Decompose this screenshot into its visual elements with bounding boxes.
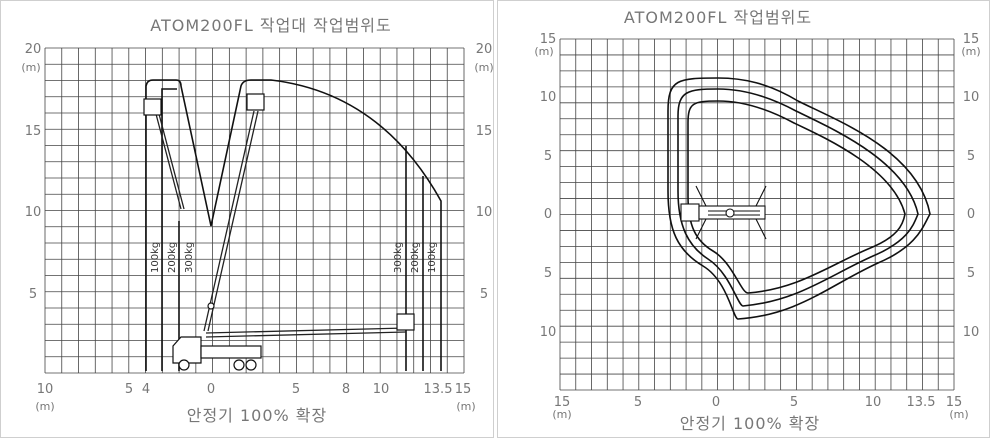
side-range-diagram: ATOM200FL 작업대 작업범위도 20 (m) 15 10 5 20 (m…: [21, 16, 493, 425]
top-y-tick-5-left: 5: [544, 149, 552, 164]
y-unit-left: (m): [21, 61, 40, 74]
x-unit-right: (m): [456, 400, 475, 413]
top-y-tick-5-right: 5: [967, 149, 975, 164]
side-working-range-panel: ATOM200FL 작업대 작업범위도 20 (m) 15 10 5 20 (m…: [0, 0, 494, 438]
load-label-100kg-left: 100kg: [150, 242, 161, 273]
top-y-tick-5b-left: 5: [544, 266, 552, 281]
truck-top-icon: [680, 185, 767, 240]
y-tick-20-right: 20: [476, 42, 493, 57]
truck-side-icon: [172, 302, 262, 371]
x-tick-10-right: 10: [373, 382, 390, 397]
top-x-tick-10: 10: [865, 395, 882, 410]
x-tick-15: 15: [455, 382, 472, 397]
y-unit-right: (m): [474, 61, 493, 74]
top-y-tick-0-right: 0: [967, 207, 975, 222]
top-x-unit-left: (m): [552, 408, 571, 421]
y-tick-15-left: 15: [25, 124, 42, 139]
y-tick-5-left: 5: [29, 287, 37, 302]
y-tick-20-left: 20: [25, 42, 42, 57]
top-y-tick-15-right: 15: [963, 32, 980, 47]
top-y-tick-15-left: 15: [540, 32, 557, 47]
aerial-basket-icon: [143, 93, 415, 331]
top-y-tick-10-left: 10: [540, 90, 557, 105]
x-tick-8: 8: [342, 382, 350, 397]
x-tick-5-right: 5: [292, 382, 300, 397]
x-unit-left: (m): [35, 400, 54, 413]
top-x-tick-0: 0: [712, 395, 720, 410]
load-label-200kg-right: 200kg: [410, 242, 421, 273]
side-diagram-caption: 안정기 100% 확장: [187, 406, 328, 425]
x-tick-10-left: 10: [37, 382, 54, 397]
side-diagram-title: ATOM200FL 작업대 작업범위도: [150, 16, 391, 35]
top-x-tick-5-left: 5: [634, 395, 642, 410]
y-tick-5-right: 5: [480, 287, 488, 302]
top-y-tick-10b-right: 10: [963, 325, 980, 340]
top-x-tick-13-5: 13.5: [907, 395, 936, 410]
top-x-tick-15-left: 15: [554, 395, 571, 410]
load-label-100kg-right: 100kg: [427, 242, 438, 273]
top-x-tick-5-right: 5: [790, 395, 798, 410]
top-x-tick-15-right: 15: [946, 395, 963, 410]
x-tick-0: 0: [207, 382, 215, 397]
top-range-diagram: ATOM200FL 작업범위도 15 (m) 10 5 0 5 10 15 (m…: [534, 8, 980, 433]
y-tick-10-right: 10: [476, 205, 493, 220]
boom-positions: [155, 110, 407, 338]
top-y-tick-5b-right: 5: [967, 266, 975, 281]
load-label-200kg-left: 200kg: [167, 242, 178, 273]
top-working-range-panel: ATOM200FL 작업범위도 15 (m) 10 5 0 5 10 15 (m…: [497, 0, 990, 438]
top-diagram-caption: 안정기 100% 확장: [680, 414, 821, 433]
y-tick-15-right: 15: [476, 124, 493, 139]
top-x-unit-right: (m): [949, 408, 968, 421]
x-tick-4-left: 4: [142, 382, 150, 397]
load-label-300kg-left: 300kg: [184, 242, 195, 273]
load-label-300kg-right: 300kg: [393, 242, 404, 273]
top-y-unit-right: (m): [961, 45, 980, 58]
x-tick-13-5: 13.5: [424, 382, 453, 397]
x-tick-5-left: 5: [125, 382, 133, 397]
top-y-tick-10b-left: 10: [540, 325, 557, 340]
top-y-tick-10-right: 10: [963, 90, 980, 105]
top-diagram-title: ATOM200FL 작업범위도: [624, 8, 812, 27]
top-y-unit-left: (m): [534, 45, 553, 58]
y-tick-10-left: 10: [25, 205, 42, 220]
top-y-tick-0-left: 0: [544, 207, 552, 222]
